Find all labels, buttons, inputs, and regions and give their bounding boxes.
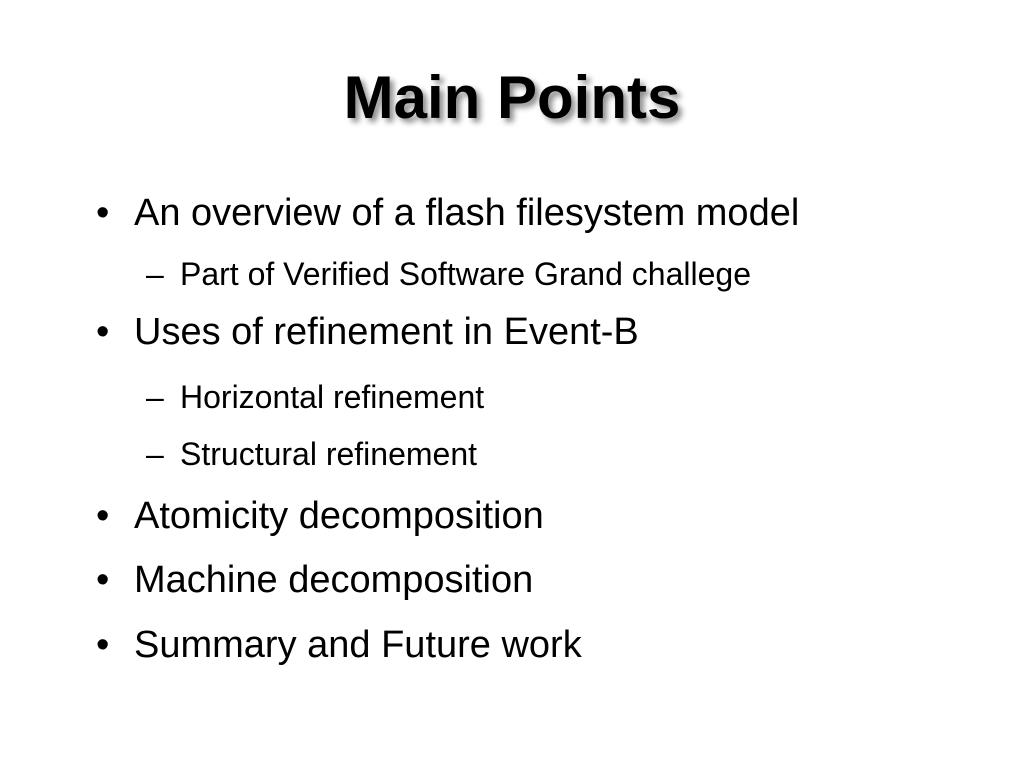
sub-bullet-text: Structural refinement: [180, 436, 478, 472]
sub-bullet-marker: –: [146, 379, 164, 415]
sub-bullet-marker: –: [146, 436, 164, 472]
bullet-marker: •: [96, 192, 110, 234]
bullet-item: • Machine decomposition: [96, 557, 533, 603]
bullet-item: • Atomicity decomposition: [96, 493, 544, 539]
bullet-item: • Uses of refinement in Event-B: [96, 309, 639, 355]
bullet-item: • An overview of a flash filesystem model: [96, 190, 799, 236]
bullet-marker: •: [96, 559, 110, 601]
bullet-marker: •: [96, 624, 110, 666]
sub-bullet-marker: –: [146, 256, 164, 292]
bullet-text: Summary and Future work: [134, 624, 582, 666]
sub-bullet-item: –Structural refinement: [146, 434, 477, 474]
sub-bullet-item: –Part of Verified Software Grand challeg…: [146, 254, 751, 294]
slide-title: Main Points: [343, 64, 681, 131]
bullet-text: Machine decomposition: [134, 559, 534, 601]
sub-bullet-item: –Horizontal refinement: [146, 377, 484, 417]
bullet-marker: •: [96, 495, 110, 537]
sub-bullet-text: Part of Verified Software Grand challege: [180, 256, 751, 292]
bullet-text: Uses of refinement in Event-B: [134, 311, 639, 353]
bullet-marker: •: [96, 311, 110, 353]
bullet-text: An overview of a flash filesystem model: [134, 192, 800, 234]
sub-bullet-text: Horizontal refinement: [180, 379, 485, 415]
bullet-item: • Summary and Future work: [96, 622, 582, 668]
bullet-text: Atomicity decomposition: [134, 495, 544, 537]
